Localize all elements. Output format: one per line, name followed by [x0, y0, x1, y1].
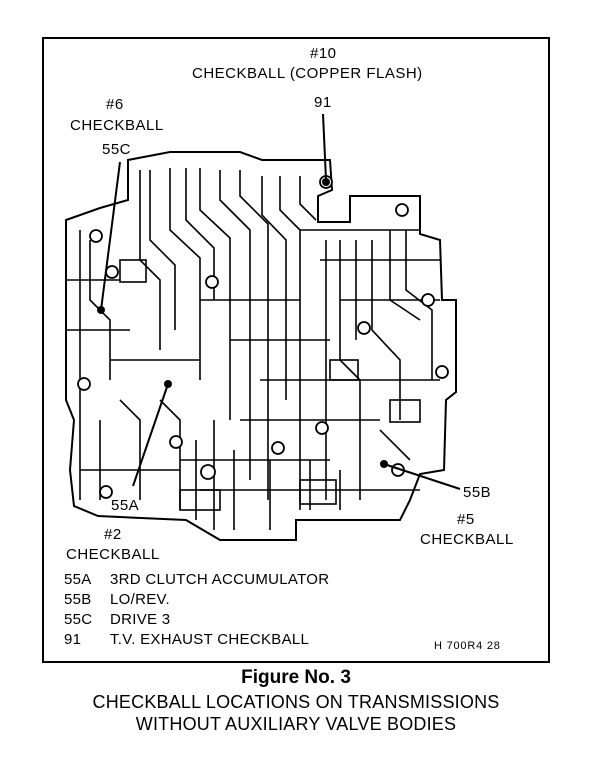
figure-number: Figure No. 3	[241, 667, 351, 688]
legend-description: 3RD CLUTCH ACCUMULATOR	[110, 571, 330, 588]
callout-6-number: #6	[106, 96, 124, 113]
callout-5-part: 55B	[463, 484, 492, 501]
legend-description: T.V. EXHAUST CHECKBALL	[110, 631, 310, 648]
valve-body-passages	[66, 168, 440, 530]
callout-6-part: 55C	[102, 141, 132, 158]
legend-code: 55B	[64, 591, 92, 608]
leader-line-55a	[132, 383, 169, 487]
figure-caption-line-2: WITHOUT AUXILIARY VALVE BODIES	[135, 714, 457, 734]
valve-body-outline	[65, 151, 457, 541]
callout-2-part: 55A	[111, 497, 140, 514]
callout-6-name: CHECKBALL	[70, 117, 164, 134]
figure-caption-line-1: CHECKBALL LOCATIONS ON TRANSMISSIONS	[92, 692, 500, 712]
callout-5-number: #5	[457, 511, 475, 528]
leader-lines	[100, 113, 461, 490]
checkball-markers	[97, 178, 388, 468]
bolt-holes	[77, 175, 449, 499]
callout-2-number: #2	[104, 526, 122, 543]
callout-10-part: 91	[314, 94, 332, 111]
callout-10-name: CHECKBALL (COPPER FLASH)	[192, 65, 423, 82]
legend-description: LO/REV.	[110, 591, 170, 608]
checkball-55b-dot	[380, 460, 388, 468]
leader-line-55c	[100, 161, 121, 311]
checkball-55a-dot	[164, 380, 172, 388]
reference-code: H 700R4 28	[434, 640, 501, 652]
legend-code: 91	[64, 631, 82, 648]
legend-code: 55C	[64, 611, 93, 628]
legend-description: DRIVE 3	[110, 611, 171, 628]
leader-line-91	[322, 113, 327, 181]
legend-row: 55B LO/REV.	[64, 592, 170, 607]
callout-2-name: CHECKBALL	[66, 546, 160, 563]
legend-row: 55C DRIVE 3	[64, 612, 170, 627]
figure-frame	[42, 37, 550, 663]
legend-row: 55A 3RD CLUTCH ACCUMULATOR	[64, 572, 329, 587]
checkball-55c-dot	[97, 306, 105, 314]
legend-code: 55A	[64, 571, 92, 588]
legend-row: 91 T.V. EXHAUST CHECKBALL	[64, 632, 309, 647]
checkball-91-dot	[322, 178, 330, 186]
callout-5-name: CHECKBALL	[420, 531, 514, 548]
leader-line-55b	[383, 463, 461, 490]
callout-10-number: #10	[310, 45, 337, 62]
